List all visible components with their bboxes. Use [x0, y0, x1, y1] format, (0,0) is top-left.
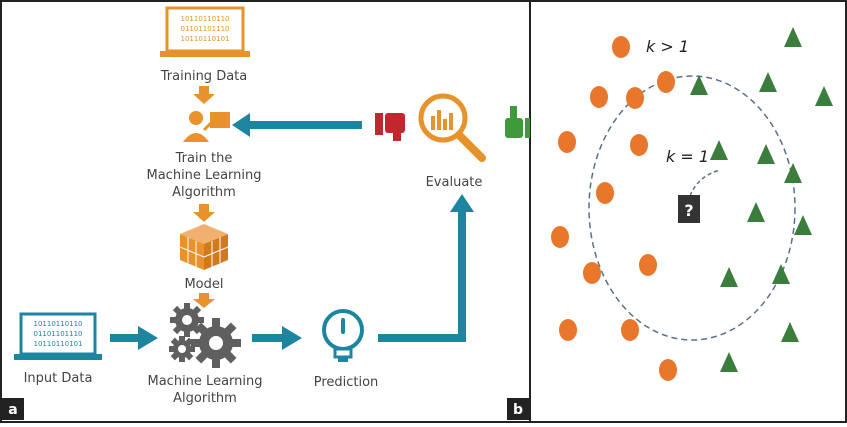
trainer-person-icon: [183, 111, 230, 142]
class-triangle-point: [720, 352, 738, 372]
class-circle-point: [657, 71, 675, 93]
class-triangle-point: [794, 215, 812, 235]
arrow-down-icon: [193, 86, 215, 104]
ml-algorithm-label-line-2: Algorithm: [173, 391, 237, 406]
class-triangle-point: [757, 144, 775, 164]
class-circle-point: [621, 319, 639, 341]
class-circle-point: [558, 131, 576, 153]
class-circle-point: [596, 182, 614, 204]
model-cube-icon: [179, 224, 229, 270]
arrow-up-icon: [378, 194, 474, 342]
arrow-right-icon: [252, 326, 302, 350]
class-triangle-point: [784, 163, 802, 183]
model-label: Model: [184, 277, 223, 292]
thumbs-up-icon: [505, 106, 530, 138]
lightbulb-icon: [322, 309, 364, 362]
arrow-right-icon: [110, 326, 158, 350]
class-triangle-point: [781, 322, 799, 342]
class-circle-point: [630, 134, 648, 156]
panel-a-letter-box: [2, 398, 24, 420]
class-triangle-point: [720, 267, 738, 287]
train-label-line-3: Algorithm: [172, 185, 236, 200]
class-circle-point: [626, 87, 644, 109]
class-circle-point: [559, 319, 577, 341]
class-triangle-point: [747, 202, 765, 222]
class-triangle-point: [690, 75, 708, 95]
input-binary-row-1: 10110110110: [34, 320, 83, 328]
query-point-label: ?: [684, 201, 693, 220]
arrow-down-icon: [193, 293, 215, 308]
class-triangle-point: [759, 72, 777, 92]
training-binary-row-3: 10110110101: [181, 35, 230, 43]
input-binary-row-3: 10110110101: [34, 340, 83, 348]
training-binary-row-1: 10110110110: [181, 15, 230, 23]
thumbs-down-icon: [375, 113, 405, 141]
panel-b: ? k > 1 k = 1 b: [507, 27, 833, 420]
panel-b-letter: b: [513, 402, 523, 418]
class-triangle-point: [815, 86, 833, 106]
panel-a: 10110110110 01101101110 10110110101 Trai…: [2, 6, 530, 420]
k-eq-1-label: k = 1: [666, 147, 709, 166]
class-circle-point: [659, 359, 677, 381]
magnifier-chart-icon: [418, 93, 486, 162]
gears-icon: [169, 303, 241, 368]
arrow-down-icon: [193, 204, 215, 222]
class-triangle-point: [772, 264, 790, 284]
class-triangle-point: [710, 140, 728, 160]
class-circle-point: [590, 86, 608, 108]
query-point-box: [678, 195, 700, 223]
ml-algorithm-label-line-1: Machine Learning: [148, 374, 263, 389]
panel-b-letter-box: [507, 398, 529, 420]
k-gt-1-label: k > 1: [646, 37, 689, 56]
class-circle-point: [551, 226, 569, 248]
class-circle-point: [612, 36, 630, 58]
k-eq-1-dashed-arc: [689, 169, 721, 197]
training-data-laptop-icon: 10110110110 01101101110 10110110101: [160, 6, 250, 57]
training-data-label: Training Data: [160, 69, 247, 84]
input-binary-row-2: 01101101110: [34, 330, 83, 338]
train-label-line-1: Train the: [175, 151, 233, 166]
arrow-left-icon: [232, 113, 362, 137]
panel-a-letter: a: [8, 402, 17, 418]
k-gt-1-dashed-circle: [588, 75, 796, 341]
input-data-label: Input Data: [24, 371, 93, 386]
class-triangle-point: [784, 27, 802, 47]
input-data-laptop-icon: 10110110110 01101101110 10110110101: [14, 312, 102, 360]
class-circle-point: [583, 262, 601, 284]
train-label-line-2: Machine Learning: [147, 168, 262, 183]
evaluate-label: Evaluate: [426, 175, 483, 190]
training-binary-row-2: 01101101110: [181, 25, 230, 33]
prediction-label: Prediction: [314, 375, 379, 390]
class-circle-point: [639, 254, 657, 276]
